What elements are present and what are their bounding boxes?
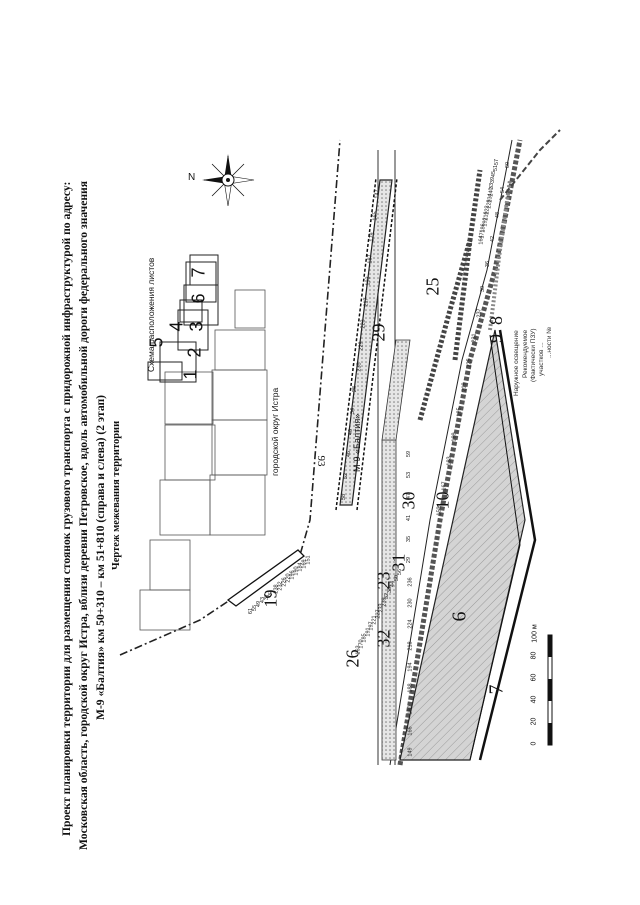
point-number: 57: [494, 158, 501, 166]
point-number: 54: [499, 186, 506, 194]
point-number: 39: [490, 176, 497, 184]
point-number: 47: [406, 493, 413, 500]
point-number: 149: [407, 747, 414, 757]
zone-32: 32: [373, 629, 394, 648]
point-number: 35: [406, 535, 413, 543]
point-number: 45: [491, 170, 498, 178]
zone-6: 6: [448, 611, 471, 622]
sheet-5: 5: [146, 337, 167, 348]
parking-strip-29: [335, 177, 398, 511]
point-number: 50: [393, 574, 400, 582]
point-number: 224: [407, 619, 414, 629]
point-number: 189: [451, 432, 458, 442]
point-number: 180: [407, 705, 414, 715]
sheet-4: 4: [166, 321, 187, 332]
legend-note-2: Рекомендуемое: [522, 329, 529, 378]
point-number: 166: [407, 726, 414, 736]
north-label: N: [188, 172, 196, 183]
point-number: 150: [436, 506, 443, 516]
zone-7: 7: [485, 684, 508, 695]
point-number: 219: [461, 382, 468, 392]
scale-tick-0: 0: [530, 741, 538, 746]
point-number: 195: [456, 407, 463, 417]
point-number: 235: [356, 362, 363, 372]
point-number: 229: [358, 340, 365, 351]
strip-25: [417, 129, 561, 421]
point-number: 238: [273, 584, 280, 594]
zone-9: 9: [486, 334, 506, 343]
point-number: 41: [406, 514, 413, 521]
legend-note-4: участков ...: [538, 342, 545, 376]
point-number: 29: [406, 557, 413, 564]
point-number: 58: [341, 494, 348, 501]
parcel-blocks: [139, 289, 268, 631]
point-number: 60: [504, 162, 511, 169]
scale-tick-20: 20: [530, 717, 538, 726]
sheet-6: 6: [188, 293, 209, 304]
point-number: 46: [345, 450, 352, 457]
sheet-index-scheme: [147, 254, 219, 383]
scale-tick-40: 40: [530, 695, 538, 704]
point-number: 237: [476, 308, 483, 318]
point-number: 147: [374, 189, 381, 199]
point-number: 230: [407, 598, 414, 608]
point-number: 40: [347, 429, 354, 436]
point-number: 193: [365, 275, 372, 286]
zone-6-area: [399, 329, 537, 761]
point-number: 167: [441, 481, 448, 491]
scale-tick-80: 80: [530, 651, 538, 660]
point-number: 53: [406, 471, 413, 479]
sheet-1: 1: [180, 369, 201, 380]
sheet-7: 7: [188, 267, 209, 278]
district-label: городской округ Истра: [270, 387, 280, 476]
scale-tick-100: 100 м: [531, 624, 539, 643]
point-number: 48: [494, 211, 501, 218]
point-number: 38: [387, 586, 394, 594]
point-number: 59: [406, 450, 413, 457]
legend-note-5: ...ности №: [546, 326, 553, 358]
dotted-strip-lower: [381, 339, 411, 761]
zone-25: 25: [422, 277, 443, 296]
point-number: 34: [350, 407, 357, 414]
point-number: 30: [479, 285, 486, 292]
zone-29: 29: [368, 323, 389, 342]
point-number: 56: [397, 568, 404, 576]
point-number: 194: [407, 662, 414, 672]
point-number: 61: [248, 608, 255, 615]
point-number: 231: [471, 333, 478, 343]
point-number: 165: [372, 210, 379, 221]
point-number: 217: [363, 297, 370, 307]
point-number: 223: [360, 319, 367, 329]
point-number: 33: [488, 182, 495, 190]
compass-rose: [202, 154, 255, 207]
legend-note-3: (Фактически ПЗУ): [530, 328, 537, 382]
zone-8: 8: [486, 316, 506, 325]
legend-note-1: Наружное освещение: [513, 330, 520, 396]
scale-tick-60: 60: [530, 673, 538, 682]
point-number: 44: [390, 580, 397, 588]
scheme-title: Схема расположения листов: [146, 257, 156, 372]
point-number: 42: [489, 236, 496, 243]
point-number: 32: [383, 592, 390, 600]
point-number: 28: [352, 385, 359, 392]
road-label: М-9 «Балтия»: [352, 413, 362, 472]
point-number: 188: [407, 683, 414, 693]
point-number: 36: [484, 260, 491, 268]
point-number: 179: [369, 232, 376, 242]
point-number: 183: [446, 456, 453, 466]
point-number: 187: [367, 254, 374, 264]
point-number: 218: [407, 641, 414, 651]
point-number: 52: [343, 472, 350, 479]
point-number: 225: [466, 358, 473, 368]
sheet-3: 3: [186, 321, 207, 332]
district-boundary: [119, 139, 341, 656]
point-number: 51: [492, 164, 499, 172]
scale-bar: [547, 634, 553, 746]
point-number: 236: [407, 577, 414, 587]
zone-19-strip: [226, 549, 305, 607]
sheet-2: 2: [184, 347, 205, 358]
